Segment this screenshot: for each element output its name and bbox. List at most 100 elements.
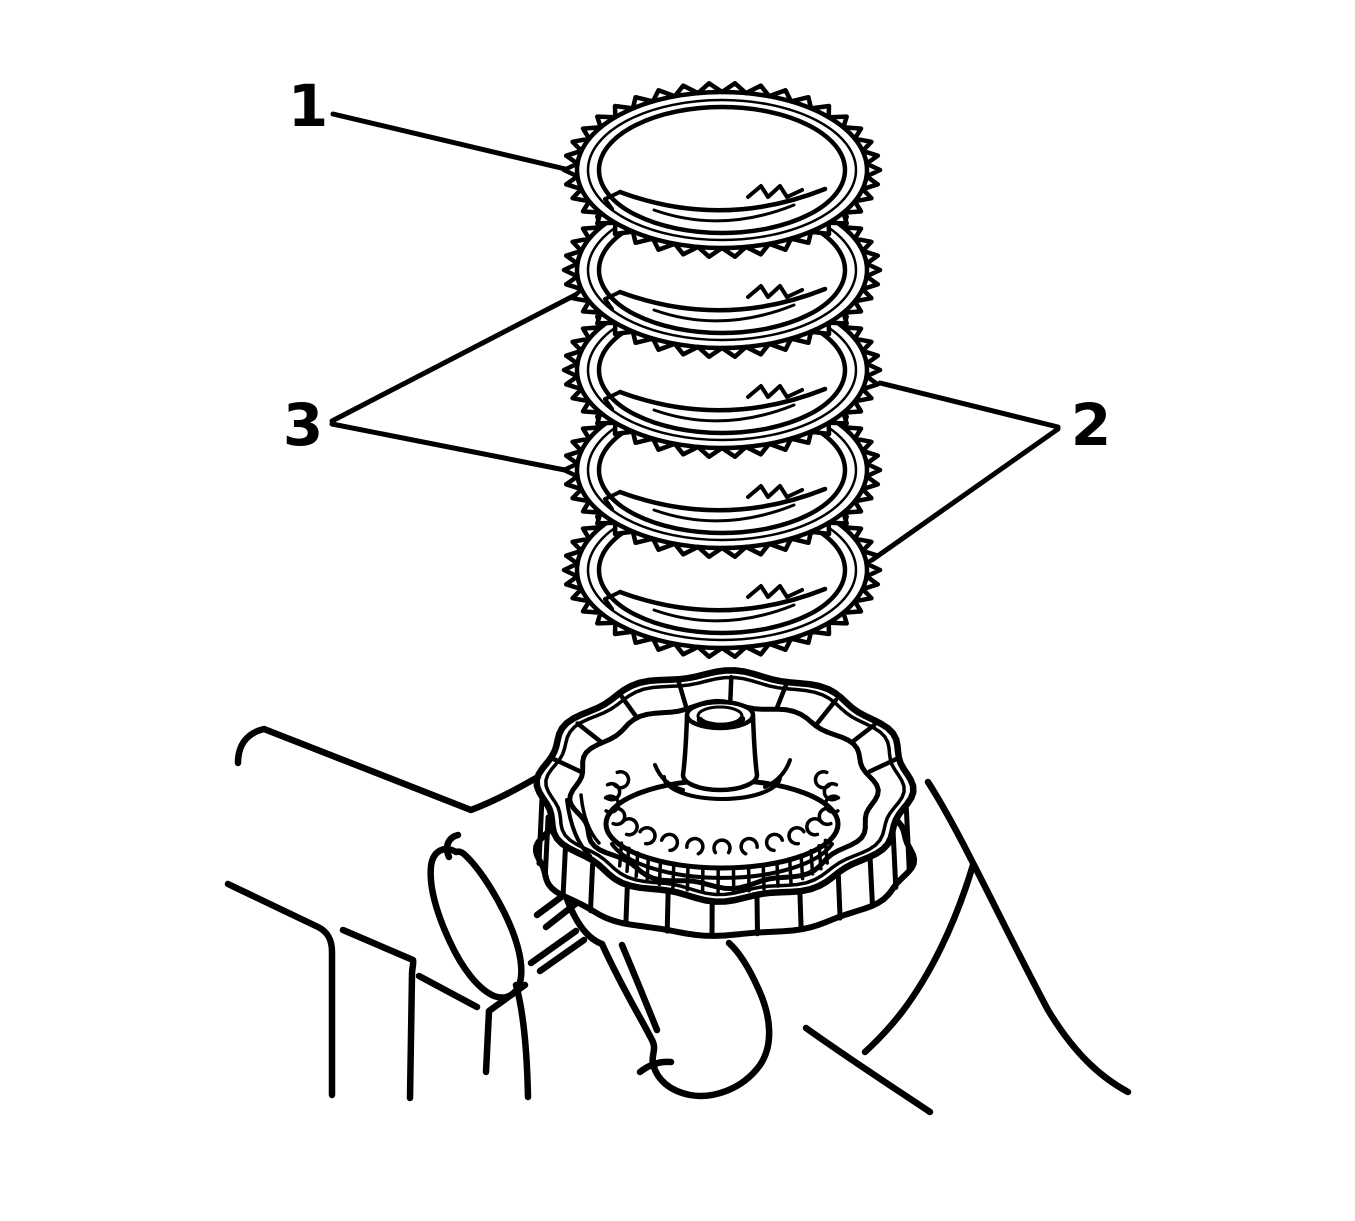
callout-labels: 1 2 3 xyxy=(283,72,1111,459)
drum-panel-line xyxy=(890,829,899,890)
drum-spline-tick xyxy=(787,857,793,885)
drum-spline-tick xyxy=(634,851,640,879)
drum-far-panel-tick xyxy=(815,697,839,726)
drum-spline-tick xyxy=(617,841,624,868)
drum-far-panel-tick xyxy=(575,721,605,746)
drum-panel-line xyxy=(536,795,545,866)
c-clip xyxy=(603,794,621,814)
c-clip-ring xyxy=(603,770,841,856)
ring-far-edge xyxy=(617,486,828,513)
c-clip xyxy=(685,836,705,856)
case-step-line-b2 xyxy=(536,936,588,975)
case-right-edge xyxy=(924,778,1132,1096)
ring-far-zigzag xyxy=(746,584,804,599)
ring-far-zigzag xyxy=(746,284,804,299)
c-clip xyxy=(787,826,806,846)
drum-panel-line xyxy=(588,862,596,914)
leader-line-3b xyxy=(329,421,583,476)
c-clip xyxy=(813,770,832,790)
c-clip xyxy=(638,826,657,846)
hub-collar-bottom xyxy=(662,775,782,801)
drum-spline-tick xyxy=(671,861,676,890)
ring-far-notch xyxy=(603,190,622,211)
transmission-case xyxy=(224,725,1132,1116)
hub-bore-shadow xyxy=(696,715,746,730)
case-pedestal-right xyxy=(861,861,977,1056)
ring-chamfer xyxy=(586,98,858,242)
drum-spline-tick xyxy=(823,838,829,865)
c-clip xyxy=(823,794,841,814)
leader-line-2b xyxy=(869,426,1061,563)
drum-panel-line xyxy=(664,891,671,934)
ring-far-notch xyxy=(603,390,622,411)
clutch-drum-assembly xyxy=(532,667,918,939)
ring-far-zigzag xyxy=(746,484,804,499)
c-clip xyxy=(609,806,627,827)
drum-panel-line xyxy=(797,886,804,931)
drum-far-panel-tick xyxy=(867,755,902,774)
ring-far-zigzag xyxy=(746,184,804,199)
leader-line-1 xyxy=(330,111,581,175)
callout-label-3: 3 xyxy=(283,391,323,459)
ring-far-edge xyxy=(617,186,828,213)
case-hole-hook xyxy=(443,831,462,861)
drum-panel-line xyxy=(835,872,843,921)
drum-spline-tick xyxy=(685,864,690,892)
drum-panel-line xyxy=(560,840,569,898)
clutch-plate-ring-1 xyxy=(561,81,883,259)
c-clip xyxy=(805,817,823,837)
ring-far-edge-inner xyxy=(652,503,796,523)
ring-far-edge xyxy=(617,286,828,313)
case-front-top-edge xyxy=(339,926,417,1102)
ring-far-edge-inner xyxy=(652,203,796,223)
hub-body xyxy=(680,713,760,793)
case-bottom-right-edge xyxy=(802,1024,934,1116)
case-finger-hole xyxy=(427,845,525,1001)
drum-spline-tick xyxy=(746,865,751,893)
clutch-plate-stack xyxy=(561,81,883,659)
c-clip xyxy=(739,836,759,856)
callout-label-1: 1 xyxy=(288,72,328,140)
ring-far-edge xyxy=(617,586,828,613)
ring-far-edge-inner xyxy=(652,603,796,623)
drum-cone-plate xyxy=(603,777,841,871)
ring-bore xyxy=(596,104,848,236)
case-rib-line xyxy=(415,972,481,1011)
drum-spline-tick xyxy=(809,848,815,876)
ring-far-zigzag xyxy=(746,384,804,399)
case-step-line-b1 xyxy=(527,927,580,967)
drum-spline-tick xyxy=(775,860,780,888)
drum-far-panel-tick xyxy=(774,681,789,712)
ring-far-notch xyxy=(603,490,622,511)
drum-spline-tick xyxy=(761,863,766,891)
ring-far-edge-inner xyxy=(652,403,796,423)
callout-label-2: 2 xyxy=(1071,391,1111,459)
drum-panel-line xyxy=(754,894,760,937)
drum-far-panel-tick xyxy=(548,755,583,774)
c-clip xyxy=(604,781,622,802)
drum-spline-tick xyxy=(657,859,663,887)
drum-far-panel-tick xyxy=(676,678,689,710)
c-clip xyxy=(659,832,680,853)
callout-leaders xyxy=(329,111,1061,563)
drum-inner-shadow-arc xyxy=(565,798,592,858)
leader-line-3a xyxy=(329,288,586,424)
case-lobe-inner-line xyxy=(618,941,661,1034)
case-top-left-edge xyxy=(234,725,547,814)
drum-spline-tick xyxy=(625,846,631,874)
case-pocket-edge xyxy=(512,981,532,1101)
ring-far-edge xyxy=(617,386,828,413)
case-lower-left-edge xyxy=(224,880,336,1099)
c-clip xyxy=(621,817,639,837)
drum-panel-line xyxy=(867,853,875,907)
case-lobe-under-arc xyxy=(636,1058,675,1076)
drum-panel-line xyxy=(623,879,630,926)
ring-far-notch xyxy=(603,290,622,311)
ring-far-edge-inner xyxy=(652,303,796,323)
case-lobe-outline xyxy=(598,939,773,1100)
drum-spline-tick xyxy=(645,855,651,883)
ring-rim xyxy=(574,89,870,251)
drum-spline-tick xyxy=(799,853,805,881)
